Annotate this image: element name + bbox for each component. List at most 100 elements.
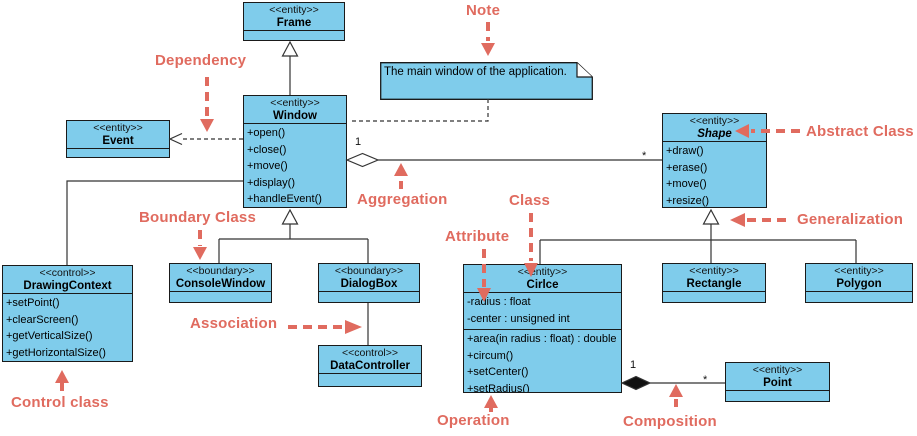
class-stereotype: <<entity>> (689, 115, 740, 127)
uml-note[interactable]: The main window of the application. (380, 62, 593, 100)
composition-cirlce-point (620, 375, 725, 391)
operation-item: +close() (247, 143, 287, 156)
class-header: <<control>> DrawingContext (3, 266, 132, 293)
class-stereotype: <<entity>> (834, 265, 884, 277)
class-compartment-empty (806, 291, 912, 302)
note-text: The main window of the application. (384, 66, 567, 78)
class-window[interactable]: <<entity>> Window +open() +close() +move… (243, 95, 347, 208)
annotation-control-class[interactable]: Control class (11, 394, 109, 411)
class-name: Frame (276, 17, 312, 29)
class-name: ConsoleWindow (175, 278, 266, 290)
note-shape (380, 62, 593, 100)
class-header: <<entity>> Frame (244, 3, 344, 30)
operation-item: +handleEvent() (247, 193, 322, 206)
class-consolewindow[interactable]: <<boundary>> ConsoleWindow (169, 263, 272, 303)
class-stereotype: <<boundary>> (334, 265, 404, 277)
class-compartment-empty (319, 373, 421, 386)
class-event[interactable]: <<entity>> Event (66, 120, 170, 158)
operation-item: +move() (247, 160, 288, 173)
multiplicity-composition-one: 1 (630, 359, 637, 371)
class-name: Shape (697, 128, 732, 140)
class-header: <<entity>> Shape (663, 114, 766, 141)
class-polygon[interactable]: <<entity>> Polygon (805, 263, 913, 303)
class-stereotype: <<control>> (39, 267, 96, 279)
aggregation-pointer-arrow (394, 163, 408, 189)
class-drawingcontext[interactable]: <<control>> DrawingContext +setPoint() +… (2, 265, 133, 362)
operation-item: +getHorizontalSize() (6, 346, 106, 359)
dependency-window-event (168, 132, 243, 146)
operation-item: +draw() (666, 145, 704, 157)
class-operations: +area(in radius : float) : double +circu… (464, 329, 621, 392)
multiplicity-composition-many: * (703, 374, 708, 386)
multiplicity-aggregation-one: 1 (355, 136, 362, 148)
operation-pointer-arrow (484, 395, 498, 412)
annotation-aggregation[interactable]: Aggregation (357, 191, 448, 208)
annotation-note[interactable]: Note (466, 2, 501, 19)
class-stereotype: <<entity>> (689, 265, 739, 277)
class-header: <<entity>> Point (726, 363, 829, 390)
class-point[interactable]: <<entity>> Point (725, 362, 830, 402)
annotation-dependency[interactable]: Dependency (155, 52, 247, 69)
class-cirlce[interactable]: <<entity>> Cirlce -radius : float -cente… (463, 264, 622, 393)
operation-item: +open() (247, 127, 286, 139)
class-stereotype: <<control>> (341, 347, 399, 359)
class-header: <<entity>> Event (67, 121, 169, 148)
annotation-boundary-class[interactable]: Boundary Class (139, 209, 256, 226)
class-compartment-empty (244, 30, 344, 40)
annotation-operation[interactable]: Operation (437, 412, 510, 429)
operation-item: +area(in radius : float) : double (467, 333, 617, 345)
annotation-abstract-class[interactable]: Abstract Class (806, 123, 914, 140)
class-stereotype: <<entity>> (93, 122, 143, 134)
class-header: <<entity>> Rectangle (663, 264, 765, 291)
note-anchor-line (349, 99, 489, 122)
annotation-class[interactable]: Class (509, 192, 551, 209)
attribute-item: -radius : float (467, 296, 531, 308)
operation-item: +setCenter() (467, 366, 529, 379)
class-header: <<entity>> Cirlce (464, 265, 621, 292)
class-header: <<boundary>> DialogBox (319, 264, 419, 291)
operation-item: +getVerticalSize() (6, 330, 93, 343)
class-compartment-empty (319, 291, 419, 302)
class-compartment-empty (663, 291, 765, 302)
class-datacontroller[interactable]: <<control>> DataController (318, 345, 422, 387)
class-compartment-empty (67, 148, 169, 157)
multiplicity-aggregation-many: * (642, 150, 647, 162)
class-frame[interactable]: <<entity>> Frame (243, 2, 345, 41)
class-operations: +setPoint() +clearScreen() +getVerticalS… (3, 293, 132, 361)
class-stereotype: <<boundary>> (186, 265, 255, 277)
annotation-association[interactable]: Association (190, 315, 278, 332)
note-pointer-arrow (481, 22, 495, 56)
composition-pointer-arrow (669, 384, 683, 407)
dependency-pointer-arrow (200, 77, 214, 132)
operation-item: +setPoint() (6, 297, 60, 309)
class-operations: +draw() +erase() +move() +resize() (663, 141, 766, 207)
annotation-generalization[interactable]: Generalization (797, 211, 904, 228)
generalization-pointer-arrow (730, 213, 786, 227)
class-shape[interactable]: <<entity>> Shape +draw() +erase() +move(… (662, 113, 767, 208)
association-pointer-arrow (288, 320, 362, 334)
class-header: <<entity>> Polygon (806, 264, 912, 291)
annotation-attribute[interactable]: Attribute (445, 228, 510, 245)
operation-item: +clearScreen() (6, 313, 79, 326)
class-stereotype: <<entity>> (270, 97, 320, 109)
class-operations: +open() +close() +move() +display() +han… (244, 123, 346, 207)
annotation-composition[interactable]: Composition (623, 413, 717, 430)
operation-item: +erase() (666, 161, 708, 174)
class-header: <<control>> DataController (319, 346, 421, 373)
class-compartment-empty (726, 390, 829, 401)
operation-item: +resize() (666, 194, 710, 207)
generalization-window-frame (281, 40, 299, 95)
class-name: Window (273, 110, 317, 122)
attribute-item: -center : unsigned int (467, 312, 570, 325)
class-name: Rectangle (686, 278, 742, 290)
operation-item: +setRadius() (467, 382, 530, 392)
class-header: <<boundary>> ConsoleWindow (170, 264, 271, 291)
class-name: DataController (330, 360, 410, 372)
class-rectangle[interactable]: <<entity>> Rectangle (662, 263, 766, 303)
operation-item: +circum() (467, 349, 514, 362)
class-name: DialogBox (340, 278, 398, 290)
class-stereotype: <<entity>> (752, 364, 803, 376)
class-dialogbox[interactable]: <<boundary>> DialogBox (318, 263, 420, 303)
operation-item: +display() (247, 176, 295, 189)
